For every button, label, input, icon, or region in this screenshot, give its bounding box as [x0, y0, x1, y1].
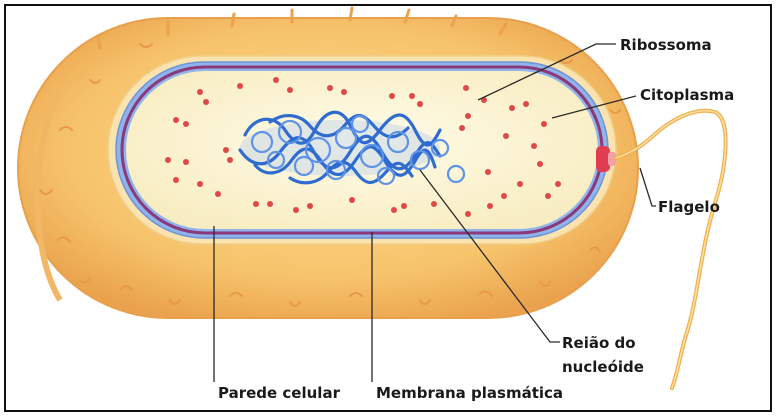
label-nucleoide-line2: nucleóide [562, 358, 644, 376]
leader-nucleoide [419, 169, 560, 343]
flagellum-highlight [615, 110, 727, 389]
nucleoid [238, 110, 466, 186]
label-membrana-plasmatica: Membrana plasmática [376, 384, 563, 402]
leader-ribossoma [477, 43, 616, 101]
label-ribossoma: Ribossoma [620, 36, 712, 54]
label-parede-celular: Parede celular [218, 384, 341, 402]
leader-citoplasma [551, 95, 637, 119]
label-nucleoide-line1: Reião do [562, 334, 636, 352]
ribosomes [165, 77, 561, 217]
pili [96, 6, 508, 50]
flagellum-base [596, 146, 616, 172]
leader-lines [213, 43, 656, 382]
leader-flagelo [639, 167, 656, 207]
label-citoplasma: Citoplasma [640, 86, 734, 104]
label-flagelo: Flagelo [658, 198, 720, 216]
